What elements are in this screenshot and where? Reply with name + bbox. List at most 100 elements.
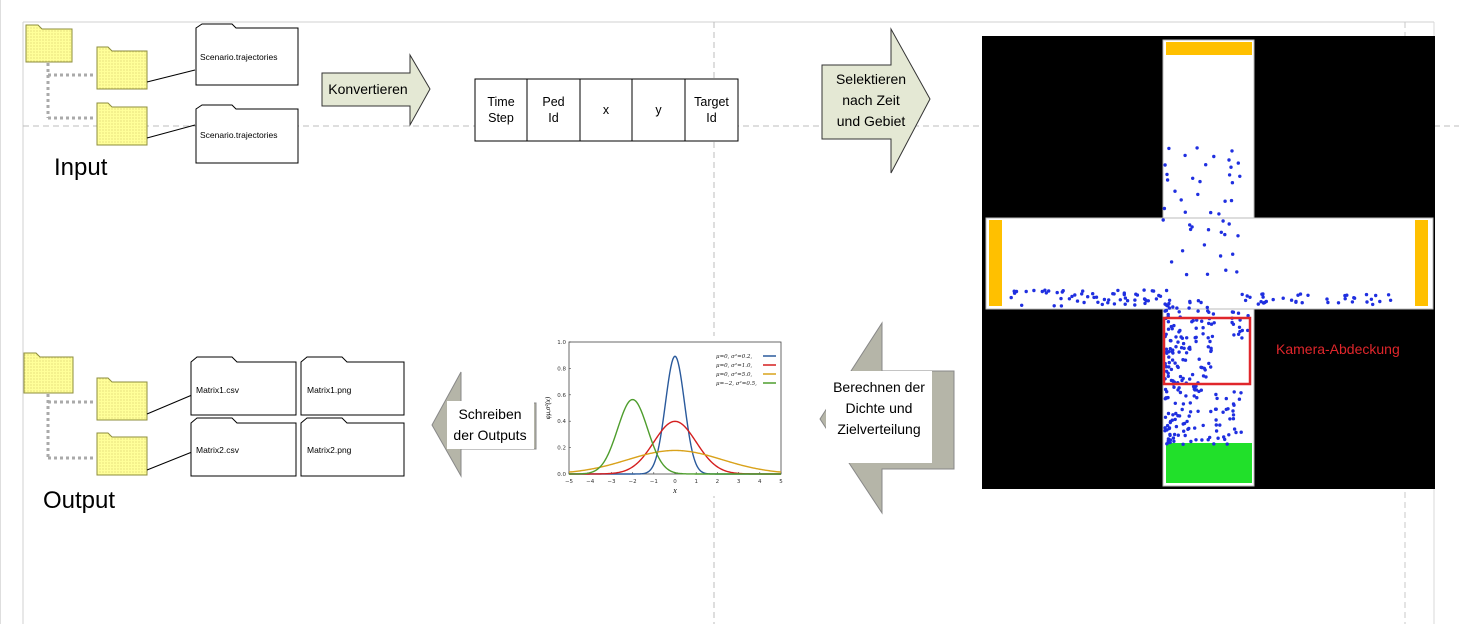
pedestrian-dot — [1235, 270, 1239, 274]
chart-legend-label: μ=0, σ²=0.2, — [716, 353, 752, 360]
chart-x-tick-label: −1 — [650, 479, 658, 485]
pedestrian-dot — [1102, 297, 1107, 302]
pedestrian-dot — [1201, 423, 1205, 428]
table-header-y: y — [655, 103, 662, 117]
chart-y-axis-label: φμ,σ²(x) — [544, 396, 552, 419]
pedestrian-dot — [1164, 350, 1169, 354]
pedestrian-dot — [1229, 165, 1233, 169]
target-zone-top — [1166, 42, 1252, 55]
pedestrian-dot — [1181, 402, 1186, 406]
pedestrian-dot — [1012, 289, 1016, 293]
pedestrian-dot — [1212, 442, 1216, 446]
pedestrian-dot — [1009, 295, 1013, 300]
pedestrian-dot — [1223, 199, 1227, 203]
pedestrian-dot — [1374, 293, 1378, 298]
pedestrian-dot — [1167, 301, 1171, 306]
pedestrian-dot — [1205, 272, 1210, 276]
pedestrian-dot — [1092, 295, 1096, 300]
pedestrian-dot — [1184, 351, 1189, 355]
pedestrian-dot — [1240, 292, 1244, 297]
pedestrian-dot — [1174, 424, 1179, 429]
pedestrian-dot — [1364, 292, 1369, 297]
pedestrian-dot — [1188, 345, 1192, 349]
pedestrian-dot — [1142, 288, 1146, 292]
source-zone — [1166, 443, 1252, 483]
select-arrow — [821, 27, 931, 174]
pedestrian-dot — [1300, 301, 1304, 305]
pedestrian-dot — [1146, 299, 1151, 303]
pedestrian-dot — [1118, 298, 1123, 302]
pedestrian-dot — [1165, 423, 1170, 428]
simulation-scene — [982, 36, 1435, 489]
pedestrian-dot — [1230, 181, 1235, 185]
pedestrian-dot — [1177, 386, 1181, 390]
pedestrian-dot — [1201, 332, 1205, 336]
pedestrian-dot — [1168, 347, 1173, 351]
pedestrian-dot — [1181, 358, 1185, 362]
pedestrian-dot — [1075, 299, 1080, 303]
pedestrian-dot — [1224, 396, 1229, 401]
chart-x-tick-label: 0 — [673, 479, 677, 485]
pedestrian-dot — [1043, 288, 1047, 292]
pedestrian-dot — [1196, 309, 1200, 313]
pedestrian-dot — [1198, 179, 1202, 184]
pedestrian-dot — [1236, 311, 1241, 315]
pedestrian-dot — [1221, 410, 1225, 414]
convert-arrow — [321, 53, 431, 127]
chart-lines — [568, 355, 782, 475]
write-arrow — [431, 371, 537, 478]
pedestrian-dot — [1352, 296, 1356, 300]
pedestrian-dot — [1086, 295, 1090, 299]
pedestrian-dot — [1100, 302, 1105, 307]
pedestrian-dot — [1261, 292, 1265, 296]
pedestrian-dot — [1179, 198, 1183, 202]
pedestrian-dot — [1209, 409, 1213, 414]
pedestrian-dot — [1165, 390, 1169, 394]
pedestrian-dot — [1194, 339, 1198, 344]
pedestrian-dot — [1020, 303, 1024, 307]
pedestrian-dot — [1176, 340, 1180, 344]
pedestrian-dot — [1211, 312, 1216, 316]
pedestrian-dot — [1178, 328, 1182, 333]
pedestrian-dot — [1122, 291, 1127, 295]
pedestrian-dot — [1168, 438, 1173, 442]
pedestrian-dot — [1181, 442, 1185, 446]
chart-legend-label: μ=0, σ²=5.0, — [716, 371, 752, 378]
pedestrian-dot — [1231, 310, 1236, 314]
chart-x-tick-label: −3 — [607, 479, 616, 485]
pedestrian-dot — [1167, 365, 1171, 369]
pedestrian-dot — [1248, 295, 1252, 299]
pedestrian-dot — [1246, 328, 1250, 333]
pedestrian-dot — [1236, 332, 1241, 336]
pedestrian-dot — [1289, 298, 1294, 302]
pedestrian-dot — [1206, 345, 1211, 349]
pedestrian-dot — [1166, 320, 1171, 324]
chart-y-tick-label: 0.2 — [557, 446, 566, 452]
camera-coverage-label: Kamera-Abdeckung — [1276, 341, 1400, 357]
folder-icon — [96, 46, 148, 90]
pedestrian-dot — [1178, 374, 1183, 379]
pedestrian-dot — [1386, 293, 1391, 297]
pedestrian-dot — [1177, 350, 1181, 354]
pedestrian-dot — [1091, 292, 1095, 296]
pedestrian-dot — [1210, 334, 1215, 339]
chart-x-tick-label: 5 — [779, 479, 783, 485]
pedestrian-dot — [1181, 376, 1185, 381]
pedestrian-dot — [1195, 396, 1199, 400]
pedestrian-dots — [1009, 146, 1393, 446]
pedestrian-dot — [1208, 435, 1212, 440]
pedestrian-dot — [1369, 297, 1374, 301]
pedestrian-dot — [1185, 419, 1189, 424]
pedestrian-dot — [1230, 149, 1234, 153]
pedestrian-dot — [1172, 432, 1177, 437]
pedestrian-dot — [1173, 401, 1178, 405]
chart-x-tick-label: 4 — [758, 479, 762, 485]
pedestrian-dot — [1194, 438, 1198, 442]
pedestrian-dot — [1194, 326, 1198, 330]
input-label: Input — [54, 154, 108, 181]
output-file-label: Matrix1.csv — [196, 385, 240, 395]
pedestrian-dot — [1167, 146, 1171, 151]
table-header-x: x — [602, 103, 610, 117]
pedestrian-dot — [1240, 336, 1244, 340]
